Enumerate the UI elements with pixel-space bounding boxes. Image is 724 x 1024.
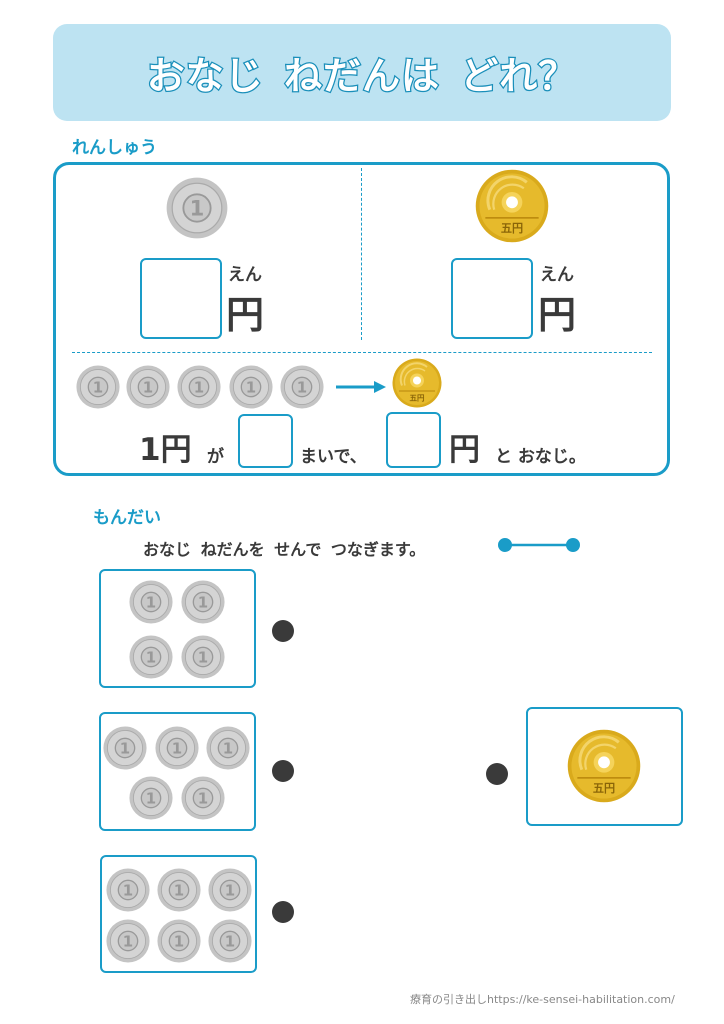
title-banner: おなじ ねだんは どれ？ bbox=[53, 24, 671, 121]
practice-section bbox=[53, 162, 670, 476]
svg-text:1: 1 bbox=[190, 195, 205, 220]
one-yen-coin-icon: 1 bbox=[280, 365, 324, 409]
svg-text:五円: 五円 bbox=[501, 222, 523, 235]
option-box-6-coins bbox=[100, 855, 257, 973]
svg-text:1: 1 bbox=[146, 648, 156, 666]
one-yen-coin-icon: 1 bbox=[76, 365, 120, 409]
one-yen-coin-icon: 1 bbox=[229, 365, 273, 409]
sentence-to-onaji: と おなじ。 bbox=[495, 447, 586, 467]
practice-heading: れんしゅう bbox=[72, 138, 157, 158]
svg-text:1: 1 bbox=[123, 932, 133, 950]
option-box-5-coins bbox=[99, 712, 256, 831]
svg-text:1: 1 bbox=[225, 932, 235, 950]
vertical-divider bbox=[361, 168, 362, 340]
svg-text:1: 1 bbox=[120, 739, 130, 757]
option-box-4-coins bbox=[99, 569, 256, 688]
one-yen-coin-icon: 1 bbox=[208, 868, 252, 912]
one-yen-coin-icon: 1 bbox=[103, 726, 147, 770]
page-title: おなじ ねだんは どれ？ bbox=[146, 53, 578, 100]
one-yen-coin-icon: 1 bbox=[129, 776, 173, 820]
svg-text:1: 1 bbox=[146, 593, 156, 611]
svg-text:1: 1 bbox=[198, 789, 208, 807]
svg-text:1: 1 bbox=[172, 739, 182, 757]
one-yen-coin-icon: 1 bbox=[155, 726, 199, 770]
svg-text:1: 1 bbox=[146, 789, 156, 807]
line-example-icon bbox=[498, 538, 580, 552]
one-yen-coin-icon: 1 bbox=[157, 919, 201, 963]
one-yen-coin-icon: 1 bbox=[208, 919, 252, 963]
one-yen-coin-icon: 1 bbox=[206, 726, 250, 770]
answer-box-count[interactable] bbox=[238, 414, 293, 468]
five-yen-coin-icon: 五円 bbox=[392, 358, 442, 408]
five-yen-coin-icon: 五円 bbox=[475, 169, 549, 243]
target-box-five-yen bbox=[526, 707, 683, 826]
svg-text:五円: 五円 bbox=[593, 782, 615, 795]
footer-credit: 療育の引き出しhttps://ke-sensei-habilitation.co… bbox=[410, 993, 675, 1006]
sentence-one-yen: 1円 bbox=[139, 432, 192, 468]
sentence-en: 円 bbox=[449, 432, 480, 468]
en-reading: えん bbox=[228, 265, 262, 285]
connect-dot[interactable] bbox=[486, 763, 508, 785]
connect-dot[interactable] bbox=[272, 901, 294, 923]
svg-text:1: 1 bbox=[223, 739, 233, 757]
svg-text:1: 1 bbox=[198, 593, 208, 611]
answer-box-one-yen[interactable] bbox=[140, 258, 222, 339]
one-yen-coin-icon: 1 bbox=[129, 580, 173, 624]
connect-dot[interactable] bbox=[272, 620, 294, 642]
svg-text:1: 1 bbox=[246, 378, 256, 396]
problem-instruction: おなじ ねだんを せんで つなぎます。 bbox=[143, 540, 426, 559]
svg-text:五円: 五円 bbox=[410, 394, 425, 403]
horizontal-divider bbox=[72, 352, 652, 353]
one-yen-coin-icon: 1 bbox=[106, 919, 150, 963]
sentence-maide: まいで、 bbox=[300, 447, 367, 467]
svg-text:1: 1 bbox=[174, 932, 184, 950]
one-yen-coin-icon: 1 bbox=[177, 365, 221, 409]
svg-text:1: 1 bbox=[123, 881, 133, 899]
one-yen-coin-icon: 1 bbox=[157, 868, 201, 912]
five-yen-coin-icon: 五円 bbox=[567, 729, 641, 803]
one-yen-coin-icon: 1 bbox=[181, 635, 225, 679]
svg-text:1: 1 bbox=[174, 881, 184, 899]
svg-text:1: 1 bbox=[194, 378, 204, 396]
one-yen-coin-icon: 1 bbox=[106, 868, 150, 912]
svg-text:1: 1 bbox=[143, 378, 153, 396]
problem-heading: もんだい bbox=[93, 508, 161, 528]
en-kanji: 円 bbox=[226, 293, 265, 337]
one-yen-coin-icon: 1 bbox=[181, 580, 225, 624]
one-yen-coin-icon: 1 bbox=[126, 365, 170, 409]
svg-text:1: 1 bbox=[225, 881, 235, 899]
answer-box-five-yen[interactable] bbox=[451, 258, 533, 339]
one-yen-coin-icon: 1 bbox=[166, 177, 228, 239]
connect-dot[interactable] bbox=[272, 760, 294, 782]
sentence-ga: が bbox=[207, 447, 224, 467]
one-yen-coin-icon: 1 bbox=[129, 635, 173, 679]
answer-box-amount[interactable] bbox=[386, 412, 441, 468]
en-reading: えん bbox=[540, 265, 574, 285]
svg-text:1: 1 bbox=[297, 378, 307, 396]
en-kanji: 円 bbox=[538, 293, 577, 337]
arrow-right-icon bbox=[336, 381, 386, 393]
svg-text:1: 1 bbox=[93, 378, 103, 396]
one-yen-coin-icon: 1 bbox=[181, 776, 225, 820]
svg-text:1: 1 bbox=[198, 648, 208, 666]
